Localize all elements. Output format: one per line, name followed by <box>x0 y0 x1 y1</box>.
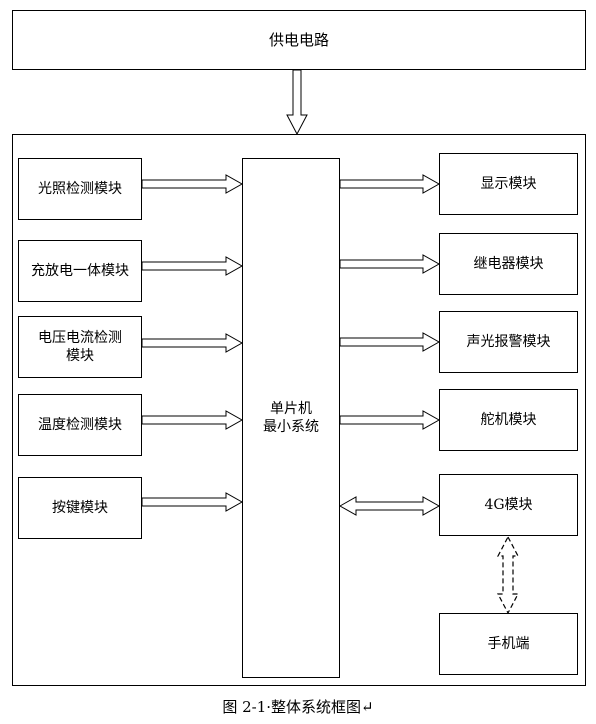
key-module: 按键模块 <box>18 477 142 539</box>
phone-label: 手机端 <box>487 636 530 652</box>
temperature-module: 温度检测模块 <box>18 394 142 456</box>
arrow-temperature-to-mcu <box>141 410 244 430</box>
relay-label: 继电器模块 <box>473 256 544 272</box>
4g-module: 4G模块 <box>439 474 578 536</box>
relay-module: 继电器模块 <box>439 233 578 295</box>
arrow-mcu-to-alarm <box>339 332 441 352</box>
key-label: 按键模块 <box>52 500 108 516</box>
voltage-current-label: 电压电流检测模块 <box>38 330 122 364</box>
figure-caption: 图 2-1·整体系统框图↵ <box>222 698 374 716</box>
arrow-charge-to-mcu <box>141 256 244 276</box>
mcu-label-line2: 最小系统 <box>263 419 319 435</box>
display-label: 显示模块 <box>480 176 537 192</box>
mcu-label-line1: 单片机 <box>270 401 312 417</box>
power-supply-label: 供电电路 <box>268 31 329 49</box>
system-frame <box>12 134 586 686</box>
arrow-mcu-to-servo <box>339 410 441 430</box>
wireless-arrow-outline <box>497 536 519 615</box>
charge-discharge-label: 充放电一体模块 <box>31 263 129 279</box>
arrow-voltage-to-mcu <box>141 333 244 353</box>
sound-light-alarm-module: 声光报警模块 <box>439 311 578 373</box>
arrow-key-to-mcu <box>141 492 244 512</box>
charge-discharge-module: 充放电一体模块 <box>18 240 142 302</box>
mcu-box: 单片机 最小系统 <box>242 158 340 678</box>
4g-label: 4G模块 <box>484 497 533 513</box>
power-down-arrow <box>286 69 308 136</box>
arrow-mcu-4g-bidirectional <box>338 496 441 516</box>
servo-label: 舵机模块 <box>480 412 537 428</box>
servo-module: 舵机模块 <box>439 389 578 451</box>
light-detection-module: 光照检测模块 <box>18 158 142 220</box>
power-supply-box: 供电电路 <box>12 10 586 70</box>
arrow-light-to-mcu <box>141 174 244 194</box>
display-module: 显示模块 <box>439 153 578 215</box>
arrow-mcu-to-relay <box>339 254 441 274</box>
arrow-mcu-to-display <box>339 174 441 194</box>
phone-terminal: 手机端 <box>439 613 578 675</box>
dashed-wireless-link <box>497 536 519 615</box>
temperature-label: 温度检测模块 <box>38 417 122 433</box>
sound-light-alarm-label: 声光报警模块 <box>466 334 551 350</box>
light-detection-label: 光照检测模块 <box>38 181 122 197</box>
